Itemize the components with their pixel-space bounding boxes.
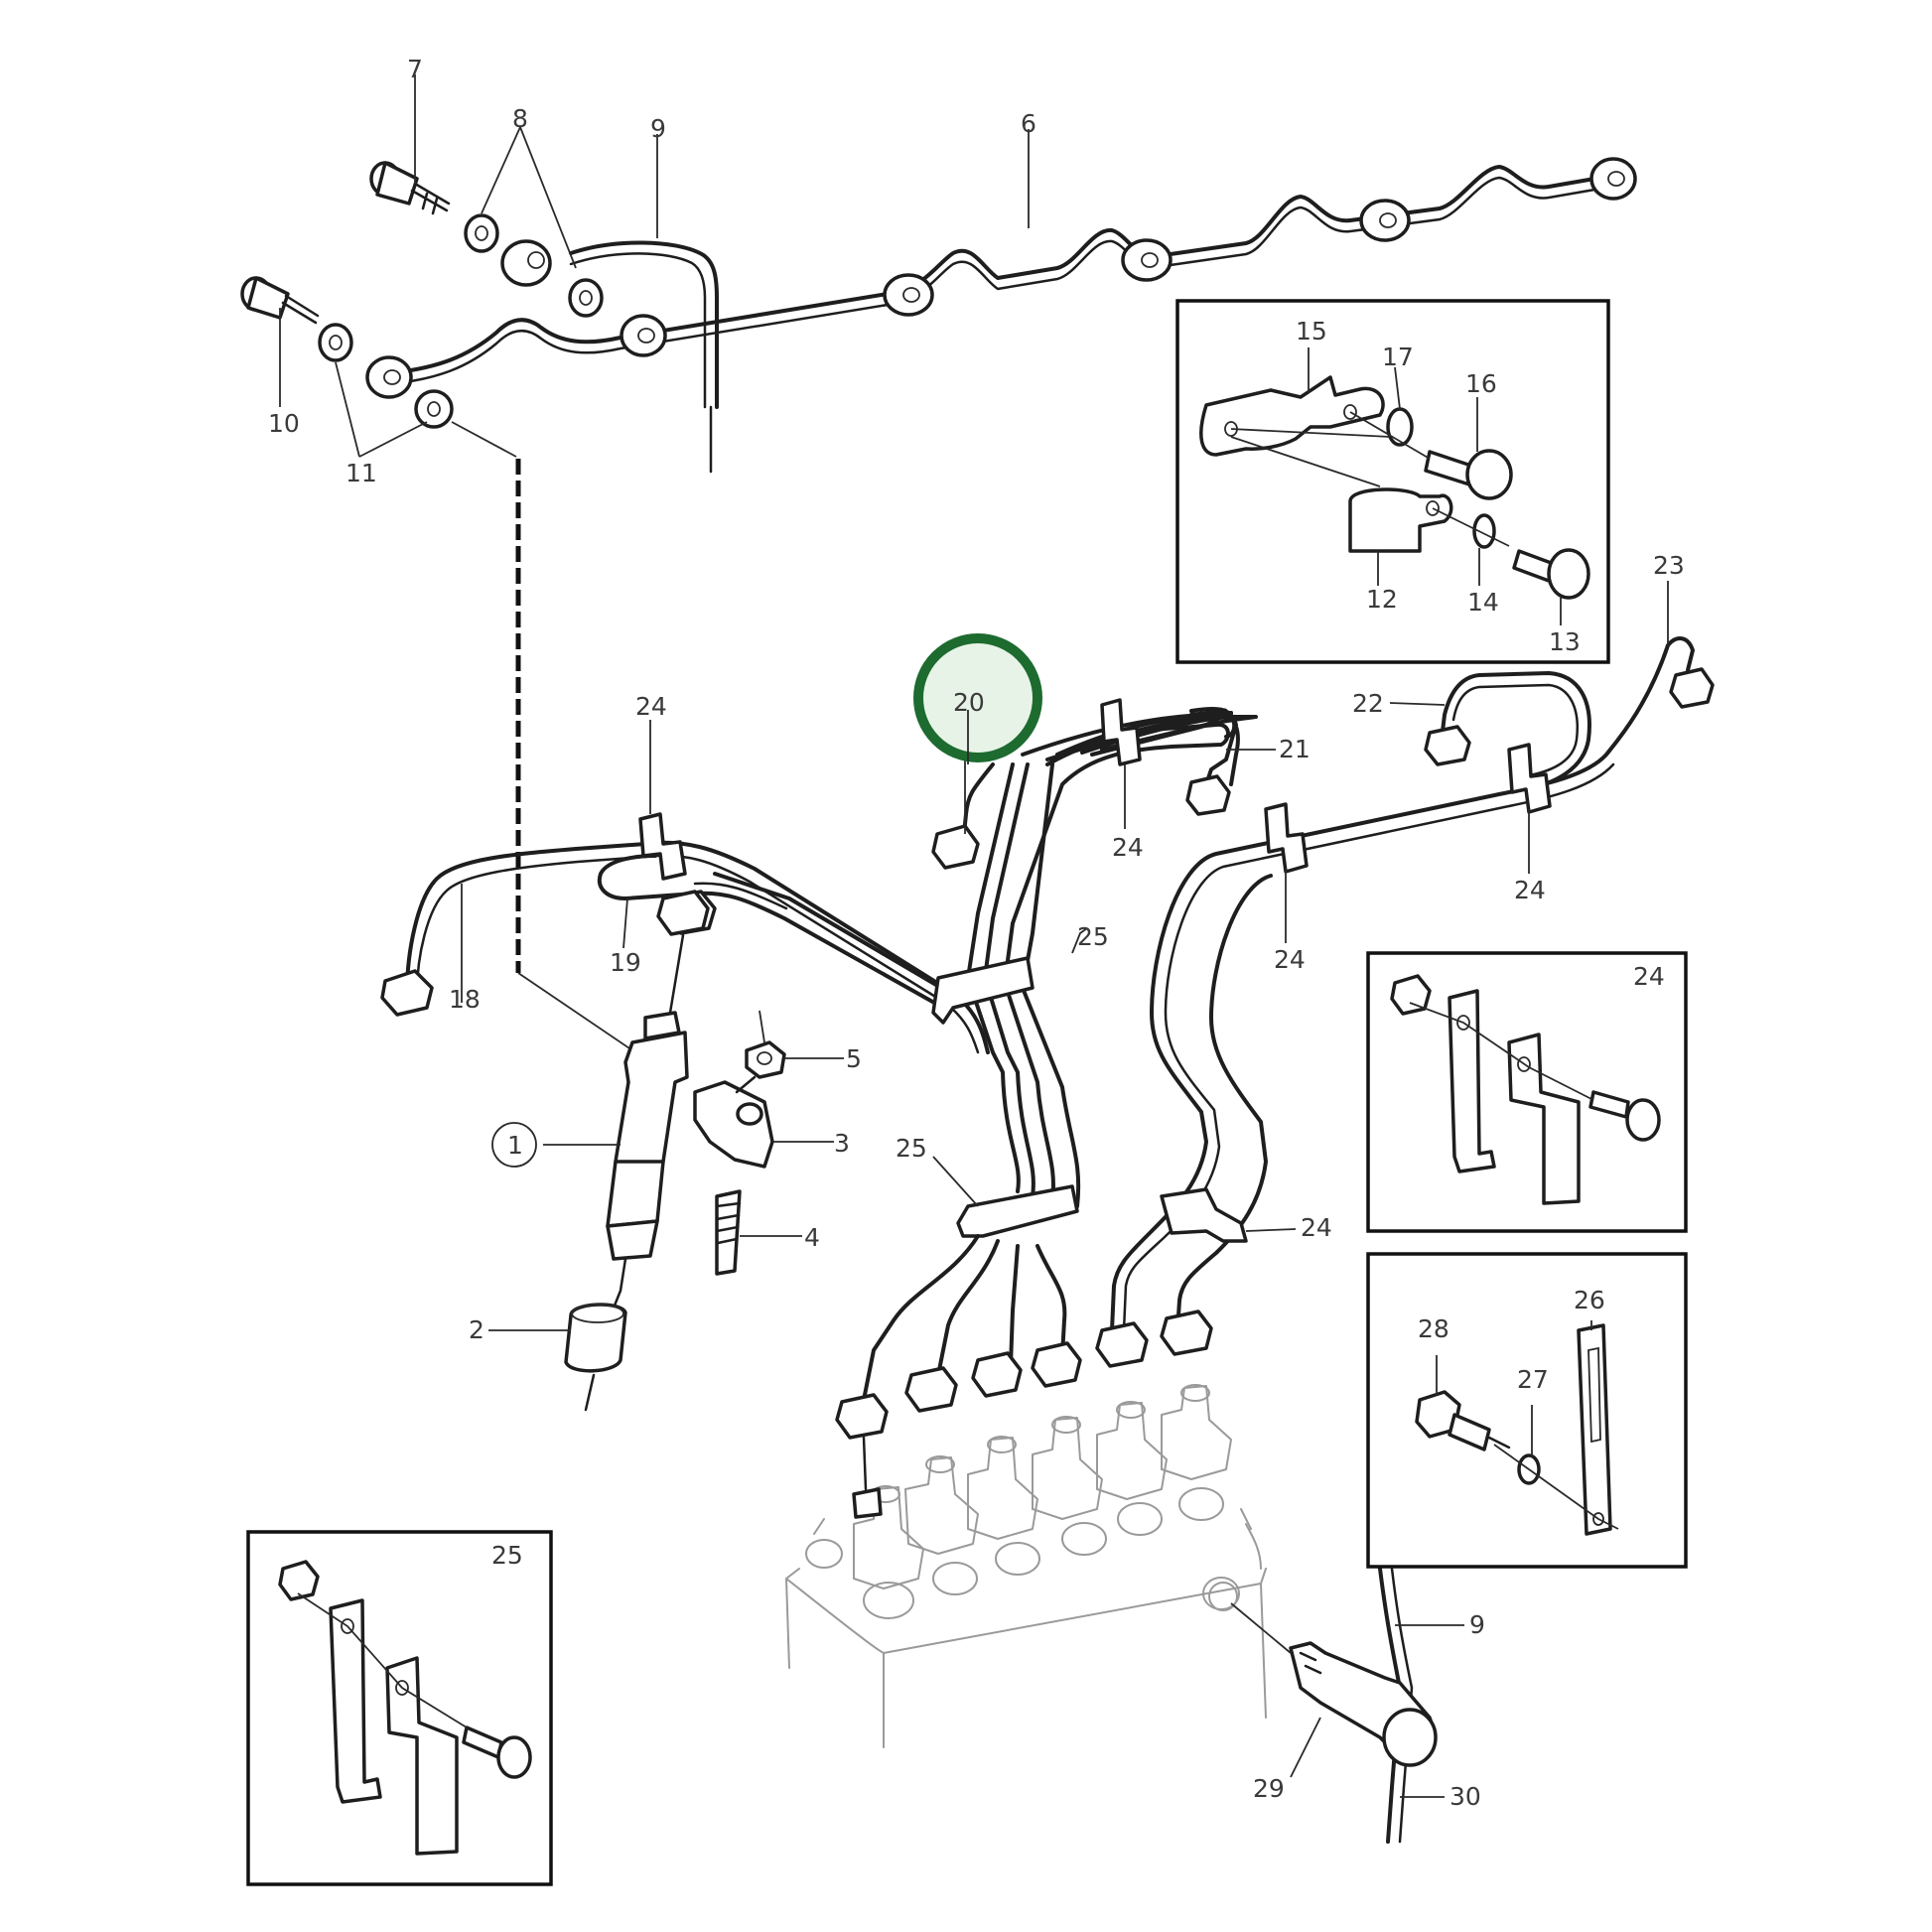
pipe-nut [1095, 1321, 1149, 1368]
label-6: 6 [1021, 109, 1036, 138]
label-21: 21 [1279, 735, 1311, 763]
label-23: 23 [1653, 551, 1685, 580]
label-25-b: 25 [896, 1134, 927, 1163]
label-14: 14 [1467, 588, 1499, 617]
banjo-union [883, 273, 934, 317]
label-24-e: 24 [1301, 1213, 1332, 1242]
highlight-ring [913, 633, 1042, 762]
label-30: 30 [1449, 1782, 1481, 1811]
slotted-plate-detail-box [1366, 1252, 1688, 1569]
label-25-a: 25 [1077, 922, 1109, 951]
label-15: 15 [1296, 317, 1327, 345]
label-24-d: 24 [1274, 945, 1306, 974]
pipe-nut [835, 1393, 889, 1440]
leak-off-pipe-assembly [240, 74, 1637, 474]
label-20: 20 [953, 688, 985, 717]
pipe-clamp-25 [956, 1184, 1079, 1238]
pipe-nut [971, 1351, 1023, 1398]
pipe-nut [1424, 725, 1471, 766]
label-9-bottom: 9 [1469, 1610, 1485, 1639]
clamp-25-detail-box [246, 1530, 553, 1886]
banjo-fitting [500, 239, 552, 287]
link-leader [517, 972, 636, 1053]
label-3: 3 [834, 1129, 850, 1158]
label-22: 22 [1352, 689, 1384, 718]
banjo-union [365, 355, 413, 399]
label-12: 12 [1366, 585, 1398, 614]
pipe-nut [1185, 774, 1231, 816]
banjo-union [1589, 157, 1637, 201]
clamp-24-detail-box [1366, 951, 1688, 1233]
label-25-box: 25 [491, 1541, 523, 1570]
label-24-b: 24 [1112, 833, 1144, 862]
banjo-union [1121, 238, 1173, 282]
label-18: 18 [449, 985, 481, 1014]
banjo-union [620, 314, 667, 357]
pipe-nut [1669, 667, 1715, 709]
delivery-valve [967, 1436, 1040, 1576]
label-1: 1 [507, 1131, 523, 1160]
sealing-washer [464, 213, 499, 253]
label-28: 28 [1418, 1314, 1449, 1343]
label-13: 13 [1549, 627, 1581, 656]
pipe-clamp [1160, 1187, 1248, 1243]
pipe-clamp [1100, 698, 1142, 766]
label-11: 11 [345, 459, 377, 487]
banjo-union [1359, 199, 1411, 242]
label-24-a: 24 [635, 692, 667, 721]
pipe-nut [904, 1366, 958, 1413]
pipe-nut [1160, 1310, 1213, 1356]
pipe-nut [380, 969, 434, 1017]
injector-pipes-centre [835, 698, 1276, 1440]
sealing-washer [568, 278, 604, 318]
banjo-bolt [369, 161, 451, 215]
label-10: 10 [268, 409, 300, 438]
delivery-valve [1032, 1416, 1107, 1556]
label-16: 16 [1465, 369, 1497, 398]
delivery-valve [904, 1455, 979, 1595]
pipe-clamp [1264, 802, 1309, 874]
part-labels: 7 8 9 6 10 11 15 17 16 12 14 13 20 21 22… [268, 55, 1685, 1811]
pipe-clamp [1507, 743, 1552, 814]
label-2: 2 [469, 1315, 484, 1344]
sealing-washer [414, 389, 454, 429]
pipe-clamp-25 [931, 956, 1035, 1025]
delivery-valve [1096, 1401, 1168, 1536]
pipe-nut [1031, 1341, 1082, 1388]
label-9-top: 9 [650, 114, 666, 143]
label-27: 27 [1517, 1365, 1549, 1394]
label-24-c: 24 [1514, 876, 1546, 904]
label-7: 7 [407, 55, 423, 83]
label-5: 5 [846, 1044, 862, 1073]
label-19: 19 [610, 948, 641, 977]
injector-pipes-right [1095, 581, 1715, 1368]
clamp-detail-box [1175, 299, 1610, 664]
label-24-box: 24 [1633, 962, 1665, 991]
return-fitting-assembly [1208, 1567, 1464, 1844]
label-29: 29 [1253, 1774, 1285, 1803]
label-17: 17 [1382, 343, 1414, 371]
callout-circle [491, 1122, 537, 1168]
pipe-nut [931, 824, 980, 870]
delivery-valve [1161, 1384, 1232, 1521]
injection-pump [785, 1384, 1267, 1748]
sealing-washer [318, 323, 353, 362]
label-4: 4 [804, 1223, 820, 1252]
label-8: 8 [512, 104, 528, 133]
label-26: 26 [1574, 1286, 1605, 1314]
pipe-clamp [638, 812, 687, 881]
injector-assembly [488, 890, 844, 1412]
